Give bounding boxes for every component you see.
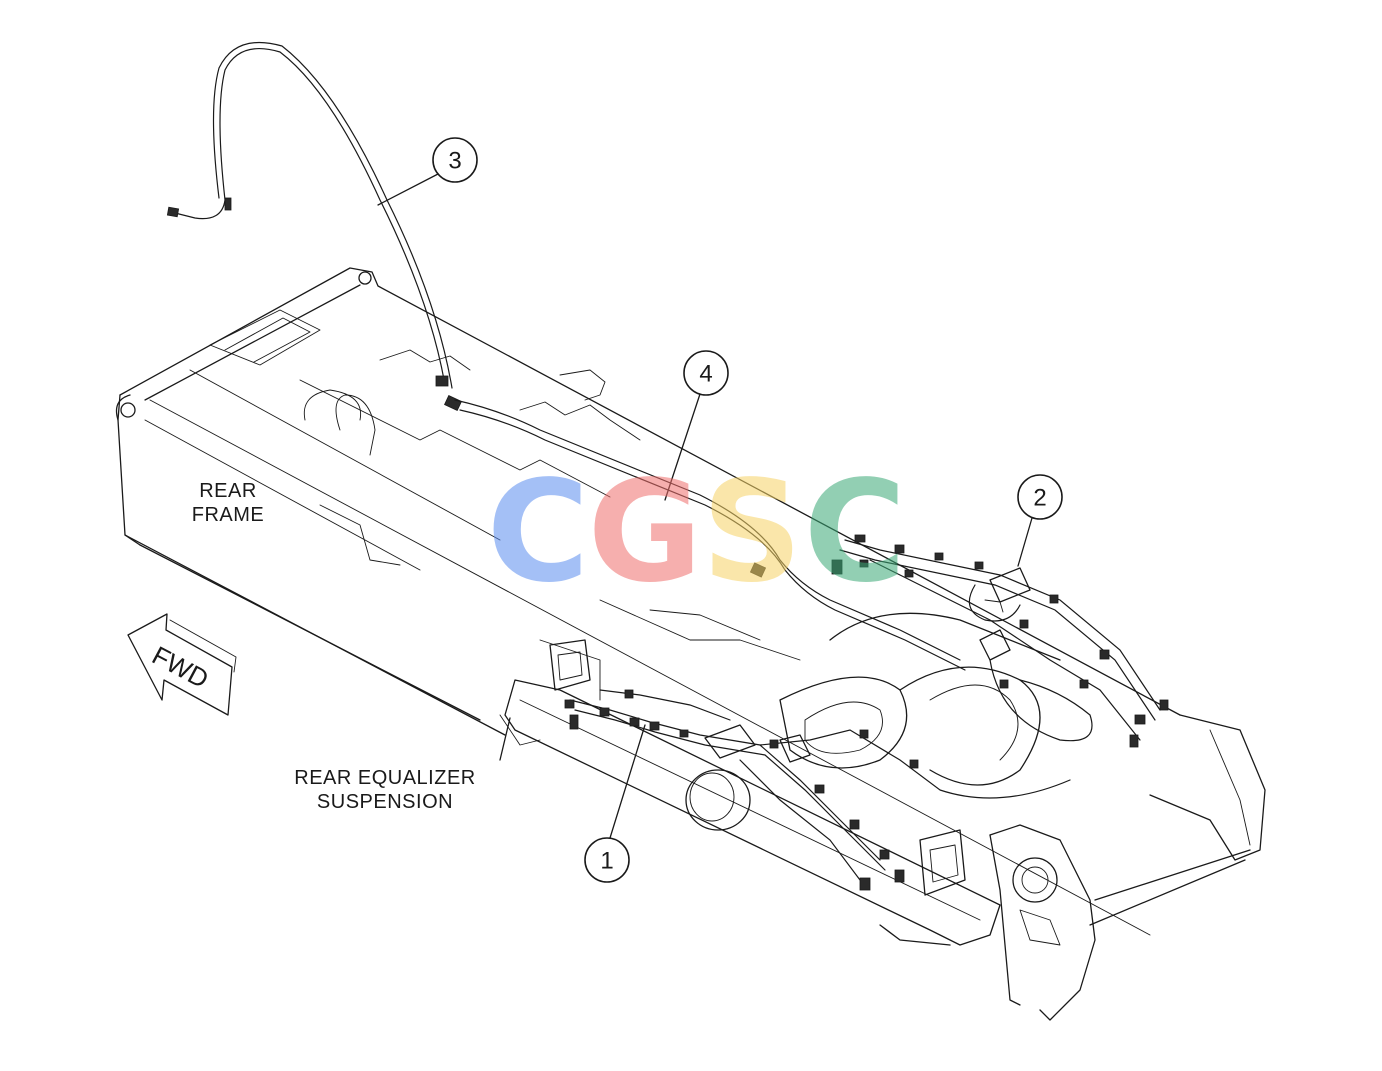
hose-3: [166, 41, 462, 412]
rear-equalizer-label-line1: REAR EQUALIZER: [294, 767, 475, 789]
rear-frame-label-line2: FRAME: [192, 504, 265, 526]
equalizer-beam: [499, 639, 1001, 946]
rear-equalizer-label-line2: SUSPENSION: [317, 791, 453, 813]
watermark-letter: S: [702, 451, 803, 614]
hose-assembly-2: [831, 534, 1169, 748]
callout-4-number: 4: [699, 361, 712, 388]
watermark-letter: C: [804, 451, 907, 614]
rear-frame-outline: [115, 267, 1266, 1021]
callout-4: 4: [683, 350, 729, 396]
callout-3: 3: [432, 137, 478, 183]
fwd-arrow: FWD: [127, 613, 237, 716]
callout-2: 2: [1017, 474, 1063, 520]
callout-1-number: 1: [600, 848, 613, 875]
hose-4: [454, 399, 966, 671]
rear-frame-label-line1: REAR: [199, 480, 257, 502]
watermark-letter: C: [487, 451, 590, 614]
watermark-letter: G: [588, 451, 703, 614]
fwd-arrow-label: FWD: [147, 640, 213, 694]
hose-assembly-1: [564, 689, 1071, 891]
callout-3-number: 3: [448, 148, 461, 175]
callout-2-number: 2: [1033, 485, 1046, 512]
watermark: C G S C: [487, 451, 907, 614]
callout-1: 1: [584, 837, 630, 883]
leader-lines: [377, 173, 1033, 839]
